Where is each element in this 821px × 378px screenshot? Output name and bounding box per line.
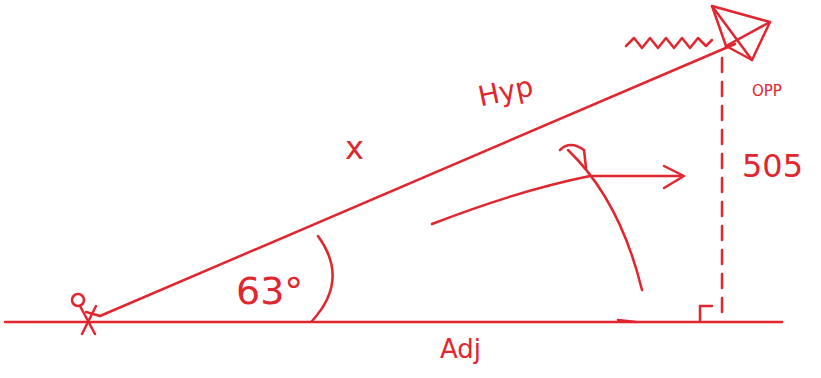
unknown-label: x <box>345 132 364 164</box>
kite-figure <box>626 6 770 60</box>
ground-line <box>5 321 782 324</box>
kite-string <box>100 44 735 316</box>
hypotenuse-label: Hyp <box>476 73 536 112</box>
angle-arc <box>312 236 333 321</box>
angle-label: 63° <box>236 272 303 310</box>
height-line <box>721 58 724 320</box>
side-name-label: OPP <box>752 84 782 99</box>
side-name-label: Adj <box>440 336 481 362</box>
scribble-arrows <box>432 145 684 322</box>
dimension-label: 505 <box>742 150 803 182</box>
person-figure <box>72 294 100 334</box>
right-angle-mark <box>700 306 712 322</box>
